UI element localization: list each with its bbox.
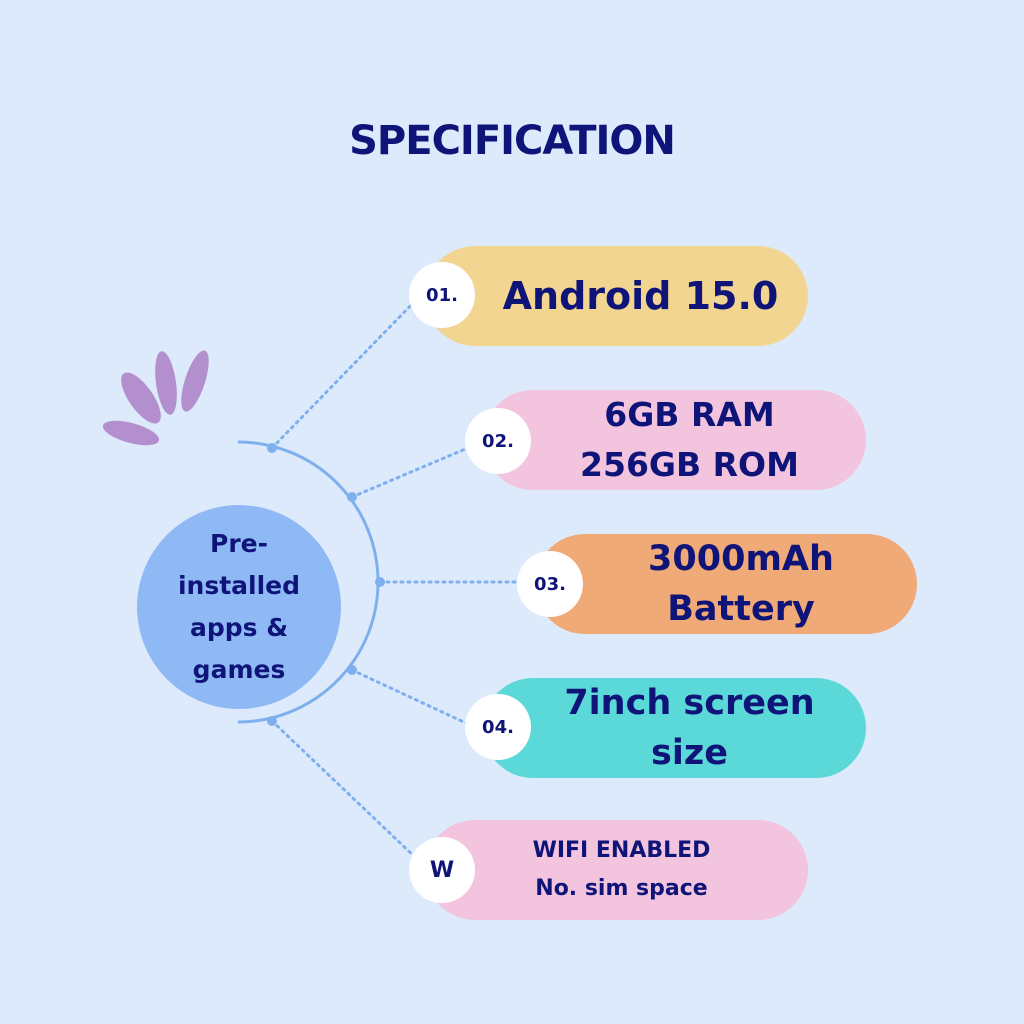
spec-text-line: 6GB RAM [604,395,775,434]
spec-text-line: 256GB ROM [580,445,799,484]
spec-pill-android: Android 15.0 [425,246,808,346]
spec-number-badge: W [409,837,475,903]
spec-pill-screen: 7inch screen size [483,678,866,778]
spec-text-line: Battery [667,589,815,629]
spec-pill-battery: 3000mAh Battery [535,534,917,634]
spec-number-badge: 04. [465,694,531,760]
spec-number-badge: 03. [517,551,583,617]
spec-number-badge: 01. [409,262,475,328]
spec-text-line: WIFI ENABLED [532,838,711,863]
page-title: SPECIFICATION [349,118,676,164]
spec-text-line: 7inch screen [564,683,815,723]
spec-text-line: Android 15.0 [502,274,779,318]
spec-number-badge: 02. [465,408,531,474]
spec-text-line: size [651,733,728,773]
connector-lines [270,296,520,862]
connector-dots [267,443,385,726]
spec-text-line: 3000mAh [648,539,834,579]
sparkle-strokes-icon [102,350,209,446]
spec-pill-wifi: WIFI ENABLED No. sim space [425,820,808,920]
hub-circle: Pre- installed apps & games [137,505,341,709]
spec-pill-memory: 6GB RAM 256GB ROM [483,390,866,490]
spec-text-line: No. sim space [535,876,708,901]
